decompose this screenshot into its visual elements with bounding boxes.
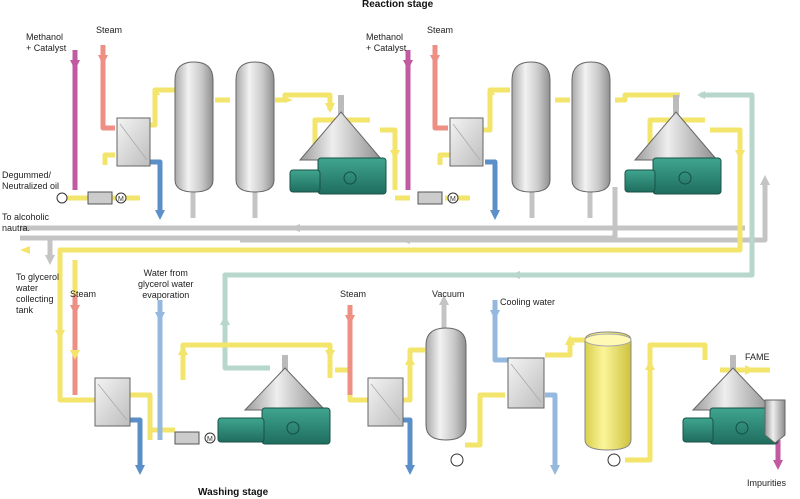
heat-exchanger-3 [94, 377, 131, 427]
fame-tank [584, 331, 632, 451]
heat-exchanger-4 [367, 377, 404, 427]
to-alcoholic-label: To alcoholic nautra. [2, 212, 50, 233]
yellow-pipes [57, 87, 770, 463]
pump-1 [450, 453, 464, 467]
mixer-3: M [174, 431, 216, 445]
separator-3 [217, 355, 331, 445]
separator-4 [682, 355, 786, 445]
arrowheads [20, 55, 783, 475]
heat-exchanger-2 [449, 117, 484, 167]
vacuum-label: Vacuum [432, 289, 465, 299]
svg-text:M: M [118, 196, 124, 203]
methanol-catalyst-label-2: Methanol + Catalyst [366, 32, 407, 53]
gray-pipes [20, 180, 768, 328]
separator-1 [289, 95, 387, 195]
steam-label-3: Steam [70, 289, 97, 299]
impurities-label: Impurities [747, 478, 787, 488]
pipe-network [20, 45, 781, 470]
svg-text:M: M [450, 196, 456, 203]
vacuum-vessel [425, 327, 467, 441]
separator-2 [624, 95, 722, 195]
reactor-vessel-1 [174, 61, 214, 193]
to-glycerol-label: To glycerol water collecting tank [16, 272, 60, 315]
water-pipes [157, 300, 558, 470]
steam-label-2: Steam [427, 25, 454, 35]
steam-label-4: Steam [340, 289, 367, 299]
steam-label-1: Steam [96, 25, 123, 35]
svg-text:M: M [207, 436, 213, 443]
heat-exchanger-5 [507, 357, 545, 409]
fame-label: FAME [745, 352, 770, 362]
cooling-water-label: Cooling water [500, 297, 556, 307]
mixer-2: M [417, 191, 459, 205]
mixer-1: M [56, 191, 127, 205]
pump-2 [607, 453, 621, 467]
reactor-vessel-4 [571, 61, 611, 193]
methanol-catalyst-label-1: Methanol + Catalyst [26, 32, 67, 53]
reaction-stage-title: Reaction stage [362, 0, 434, 10]
heat-exchanger-1 [116, 117, 151, 167]
water-from-glycerol-label: Water from glycerol water evaporation [138, 268, 194, 300]
reactor-vessel-2 [235, 61, 275, 193]
degummed-oil-label: Degummed/ Neutralized oil [2, 170, 60, 191]
washing-stage-title: Washing stage [198, 487, 269, 498]
reactor-vessel-3 [511, 61, 551, 193]
